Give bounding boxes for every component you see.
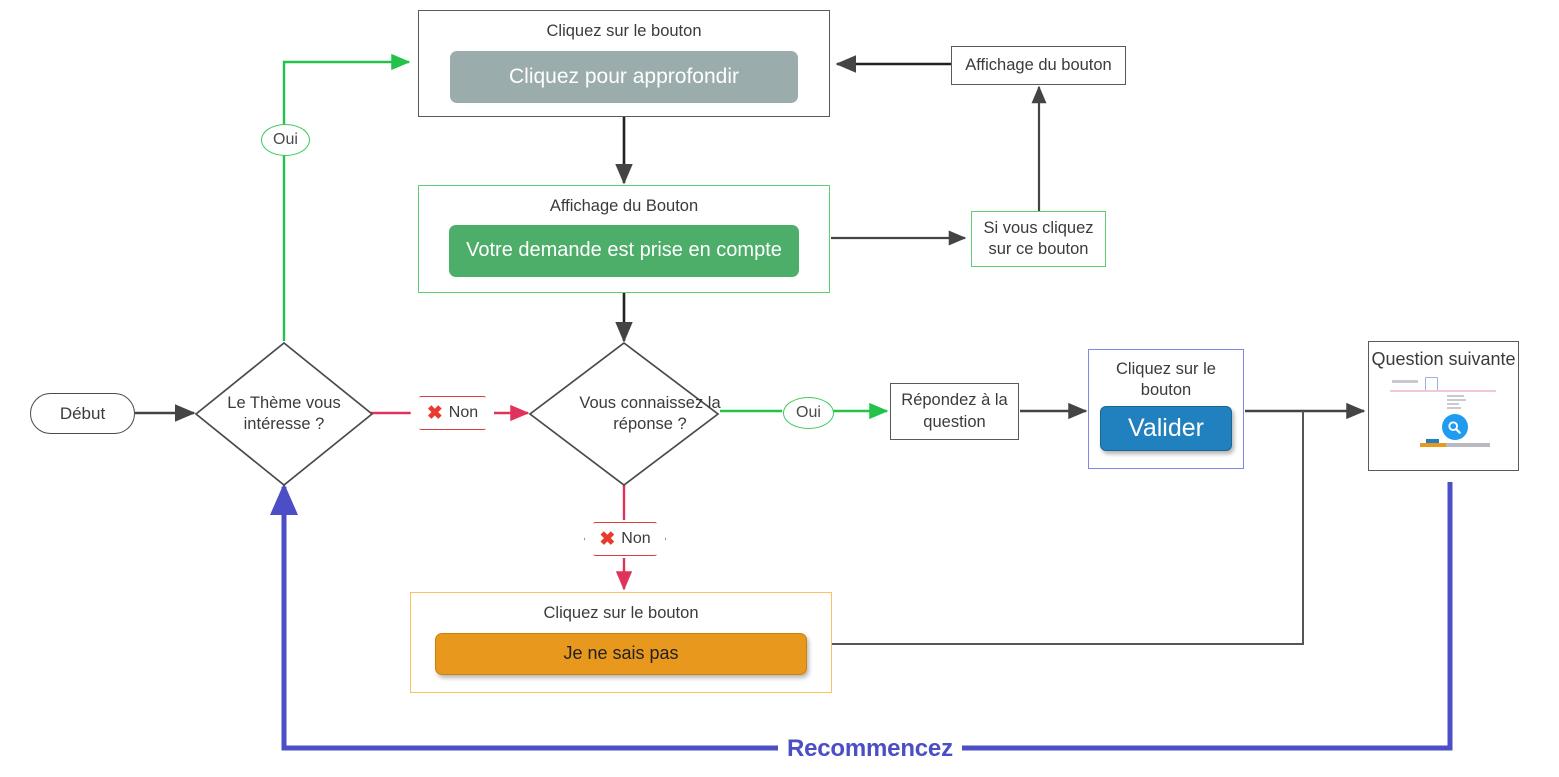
diamond-shape-answer — [528, 341, 720, 487]
deepen-button[interactable]: Cliquez pour approfondir — [450, 50, 798, 103]
edge-label-non-answer-text: Non — [621, 530, 651, 547]
node-start[interactable]: Début — [30, 393, 135, 434]
request-button[interactable]: Votre demande est prise en compte — [449, 224, 799, 277]
deepen-button-label: Cliquez pour approfondir — [509, 64, 739, 88]
request-button-label: Votre demande est prise en compte — [466, 239, 782, 262]
dont-know-card-caption: Cliquez sur le bouton — [543, 604, 699, 622]
validate-button-label: Valider — [1128, 414, 1204, 443]
node-button-display[interactable]: Affichage du bouton — [951, 46, 1126, 85]
node-answer-decision[interactable]: Vous connaissez la réponse ? — [528, 341, 721, 487]
node-start-label: Début — [59, 403, 106, 423]
node-deepen-card: Cliquez sur le bouton Cliquez pour appro… — [418, 10, 830, 117]
node-request-card: Affichage du Bouton Votre demande est pr… — [418, 185, 830, 293]
search-icon — [1441, 414, 1468, 440]
edge-label-oui-theme: Oui — [261, 124, 310, 156]
x-mark-icon: ✖ — [426, 402, 443, 424]
edge-label-non-theme: ✖ Non — [410, 396, 495, 430]
x-mark-icon: ✖ — [599, 528, 616, 550]
dont-know-button[interactable]: Je ne sais pas — [435, 632, 807, 675]
edge-label-oui-theme-text: Oui — [273, 131, 298, 148]
edge-label-restart: Recommencez — [778, 735, 962, 763]
validate-card-caption: Cliquez sur le bouton — [1116, 360, 1216, 399]
next-question-title: Question suivante — [1371, 349, 1516, 369]
edge-label-restart-text: Recommencez — [787, 735, 953, 762]
edge-label-oui-answer: Oui — [783, 397, 834, 429]
node-if-you-click[interactable]: Si vous cliquez sur ce bouton — [971, 211, 1106, 267]
deepen-card-caption: Cliquez sur le bouton — [546, 22, 702, 40]
node-answer-question[interactable]: Répondez à la question — [890, 383, 1019, 440]
node-dont-know-card: Cliquez sur le bouton Je ne sais pas — [410, 592, 832, 693]
node-button-display-label: Affichage du bouton — [965, 55, 1112, 74]
node-next-question[interactable]: Question suivante — [1368, 341, 1519, 471]
request-card-caption: Affichage du Bouton — [549, 197, 699, 215]
node-validate-card: Cliquez sur le bouton Valider — [1088, 349, 1244, 469]
diamond-shape-theme — [194, 341, 374, 487]
dont-know-button-label: Je ne sais pas — [563, 643, 679, 664]
edge-label-non-answer: ✖ Non — [584, 522, 666, 556]
node-if-you-click-label: Si vous cliquez sur ce bouton — [983, 218, 1094, 258]
edge-label-non-theme-text: Non — [448, 404, 479, 421]
next-question-thumbnail — [1389, 376, 1498, 448]
validate-button[interactable]: Valider — [1100, 406, 1232, 452]
edge-label-oui-answer-text: Oui — [796, 404, 821, 421]
node-answer-question-label: Répondez à la question — [901, 391, 1008, 431]
edge-theme-oui-to-deepen — [282, 53, 411, 341]
node-theme-decision[interactable]: Le Thème vous intéresse ? — [194, 341, 374, 487]
